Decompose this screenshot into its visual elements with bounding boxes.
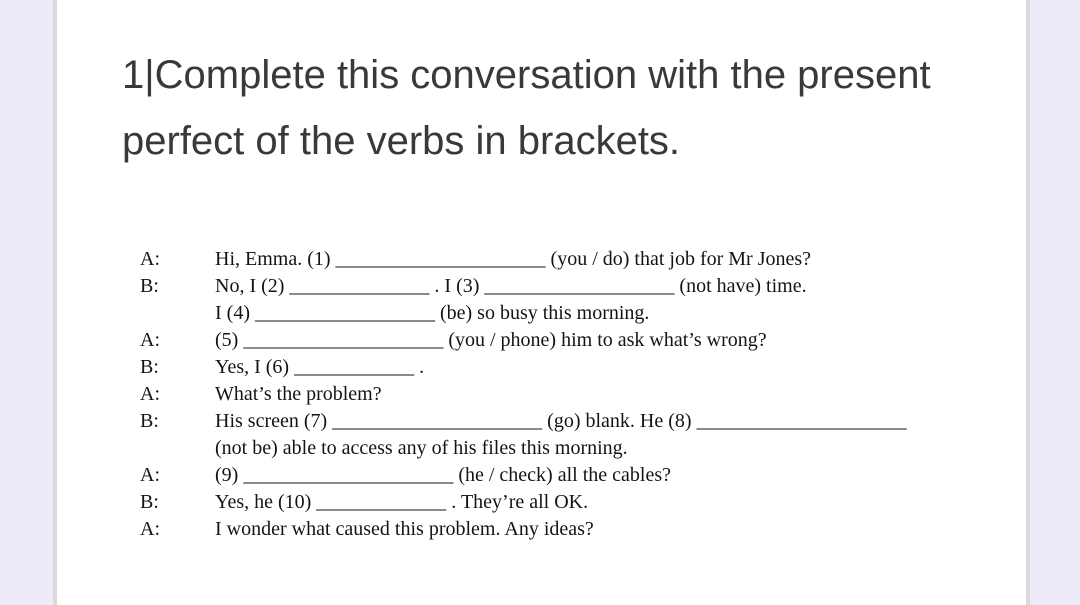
conversation-line: A: What’s the problem? — [140, 381, 1026, 408]
line-text: (5) ____________________ (you / phone) h… — [215, 329, 767, 351]
conversation-exercise: A: Hi, Emma. (1) _____________________ (… — [140, 246, 1026, 543]
conversation-line: B: Yes, he (10) _____________ . They’re … — [140, 489, 1026, 516]
speaker-label: A: — [140, 329, 160, 351]
speaker-label — [140, 435, 215, 462]
speaker-label: B: — [140, 275, 159, 297]
conversation-line: A: (5) ____________________ (you / phone… — [140, 327, 1026, 354]
line-text: Hi, Emma. (1) _____________________ (you… — [215, 248, 812, 270]
conversation-line: B: His screen (7) _____________________ … — [140, 408, 1026, 435]
speaker-label — [140, 300, 215, 327]
line-text: I (4) __________________ (be) so busy th… — [215, 302, 650, 324]
line-text: (not be) able to access any of his files… — [215, 437, 628, 459]
speaker-label: B: — [140, 491, 159, 513]
document-page[interactable]: 1|Complete this conversation with the pr… — [53, 0, 1030, 605]
speaker-label: A: — [140, 464, 160, 486]
line-text: His screen (7) _____________________ (go… — [215, 410, 907, 432]
speaker-label: A: — [140, 383, 160, 405]
conversation-line: I (4) __________________ (be) so busy th… — [140, 300, 1026, 327]
line-text: Yes, I (6) ____________ . — [215, 356, 425, 378]
conversation-line: A: (9) _____________________ (he / check… — [140, 462, 1026, 489]
line-text: I wonder what caused this problem. Any i… — [215, 518, 594, 540]
speaker-label: A: — [140, 518, 160, 540]
conversation-line: B: Yes, I (6) ____________ . — [140, 354, 1026, 381]
conversation-line: (not be) able to access any of his files… — [140, 435, 1026, 462]
speaker-label: B: — [140, 356, 159, 378]
line-text: (9) _____________________ (he / check) a… — [215, 464, 671, 486]
conversation-line: B: No, I (2) ______________ . I (3) ____… — [140, 273, 1026, 300]
speaker-label: B: — [140, 410, 159, 432]
exercise-title: 1|Complete this conversation with the pr… — [122, 53, 931, 163]
conversation-line: A: I wonder what caused this problem. An… — [140, 516, 1026, 543]
conversation-line: A: Hi, Emma. (1) _____________________ (… — [140, 246, 1026, 273]
line-text: No, I (2) ______________ . I (3) _______… — [215, 275, 807, 297]
line-text: What’s the problem? — [215, 383, 382, 405]
speaker-label: A: — [140, 248, 160, 270]
line-text: Yes, he (10) _____________ . They’re all… — [215, 491, 589, 513]
